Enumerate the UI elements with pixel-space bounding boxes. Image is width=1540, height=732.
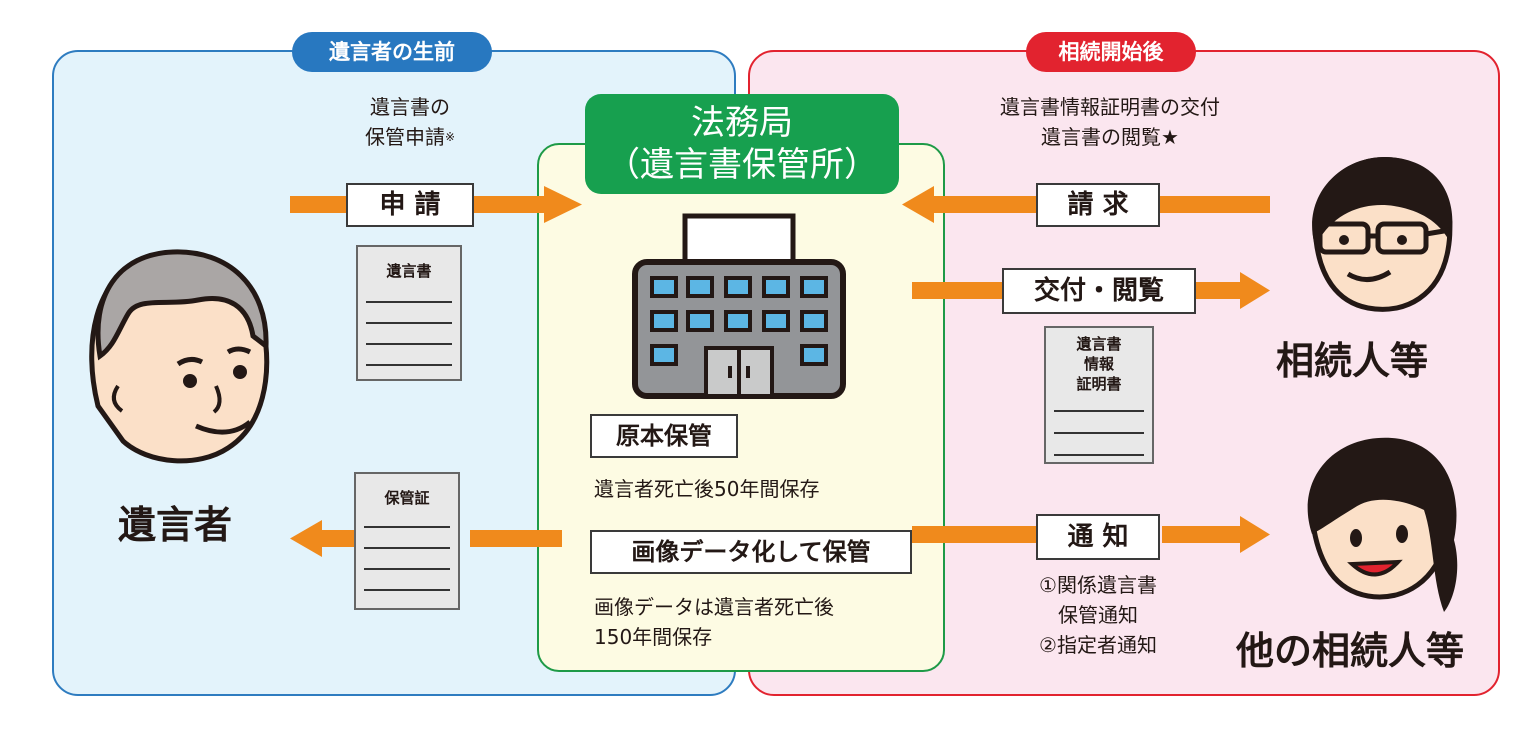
image-data-note-line1: 画像データは遺言者死亡後 — [594, 595, 834, 619]
request-button: 請 求 — [1036, 183, 1160, 227]
notify-arrow-head — [1240, 516, 1270, 553]
request-note-line2: 遺言書の閲覧★ — [1041, 125, 1179, 149]
legal-affairs-bureau-title: 法務局 （遺言書保管所） — [585, 94, 899, 194]
request-arrow-body — [934, 196, 1036, 213]
notify-note: ①関係遺言書 保管通知 ②指定者通知 — [1000, 570, 1196, 660]
notify-note-2: 保管通知 — [1058, 603, 1138, 627]
apply-note: 遺言書の 保管申請※ — [330, 92, 490, 152]
before-death-label: 遺言者の生前 — [292, 32, 492, 72]
request-note-line1: 遺言書情報証明書の交付 — [1000, 95, 1220, 119]
apply-button: 申 請 — [346, 183, 474, 227]
notify-note-1: ①関係遺言書 — [1039, 573, 1157, 597]
testator-figure — [89, 249, 270, 464]
notify-arrow-body — [1162, 526, 1240, 543]
building-icon — [632, 213, 846, 399]
heir-label: 相続人等 — [1276, 339, 1429, 383]
apply-note-line2: 保管申請 — [364, 125, 445, 149]
info-doc-title-3: 証明書 — [1076, 375, 1122, 393]
notify-button: 通 知 — [1036, 514, 1160, 560]
issue-view-button: 交付・閲覧 — [1002, 268, 1196, 314]
other-heir-figure — [1307, 437, 1458, 612]
storage-certificate-document: 保管証 — [354, 472, 460, 610]
will-info-certificate-document: 遺言書 情報 証明書 — [1044, 326, 1154, 464]
apply-arrow-body — [474, 196, 544, 213]
return-arrow-body — [322, 530, 356, 547]
will-document: 遺言書 — [356, 245, 462, 381]
apply-note-line1: 遺言書の — [370, 95, 450, 119]
original-storage-note: 遺言者死亡後50年間保存 — [594, 477, 820, 501]
notify-arrow-tail — [912, 526, 1036, 543]
image-data-note-line2: 150年間保存 — [594, 625, 713, 649]
info-doc-title-1: 遺言書 — [1076, 335, 1122, 353]
office-title-line1: 法務局 — [691, 103, 793, 143]
apply-note-mark: ※ — [444, 130, 456, 144]
request-note: 遺言書情報証明書の交付 遺言書の閲覧★ — [950, 92, 1270, 152]
office-title-line2: （遺言書保管所） — [606, 145, 878, 185]
issue-arrow-tail — [912, 282, 1002, 299]
original-storage-label: 原本保管 — [590, 414, 738, 458]
issue-arrow-body — [1196, 282, 1240, 299]
after-inheritance-label: 相続開始後 — [1026, 32, 1196, 72]
heir-figure — [1312, 156, 1453, 312]
other-heir-label: 他の相続人等 — [1236, 629, 1465, 673]
storage-certificate-title: 保管証 — [384, 489, 430, 507]
request-arrow-head — [902, 186, 934, 223]
image-data-storage-label: 画像データ化して保管 — [590, 530, 912, 574]
return-arrow-head — [290, 520, 322, 557]
apply-arrow-head — [544, 186, 582, 223]
image-data-note: 画像データは遺言者死亡後 150年間保存 — [594, 592, 834, 652]
return-arrow-tail — [470, 530, 562, 547]
notify-note-3: ②指定者通知 — [1039, 633, 1157, 657]
will-document-title: 遺言書 — [386, 262, 432, 280]
info-doc-title-2: 情報 — [1083, 355, 1114, 373]
issue-arrow-head — [1240, 272, 1270, 309]
apply-arrow-tail — [290, 196, 346, 213]
request-arrow-tail — [1160, 196, 1270, 213]
testator-label: 遺言者 — [118, 503, 233, 547]
